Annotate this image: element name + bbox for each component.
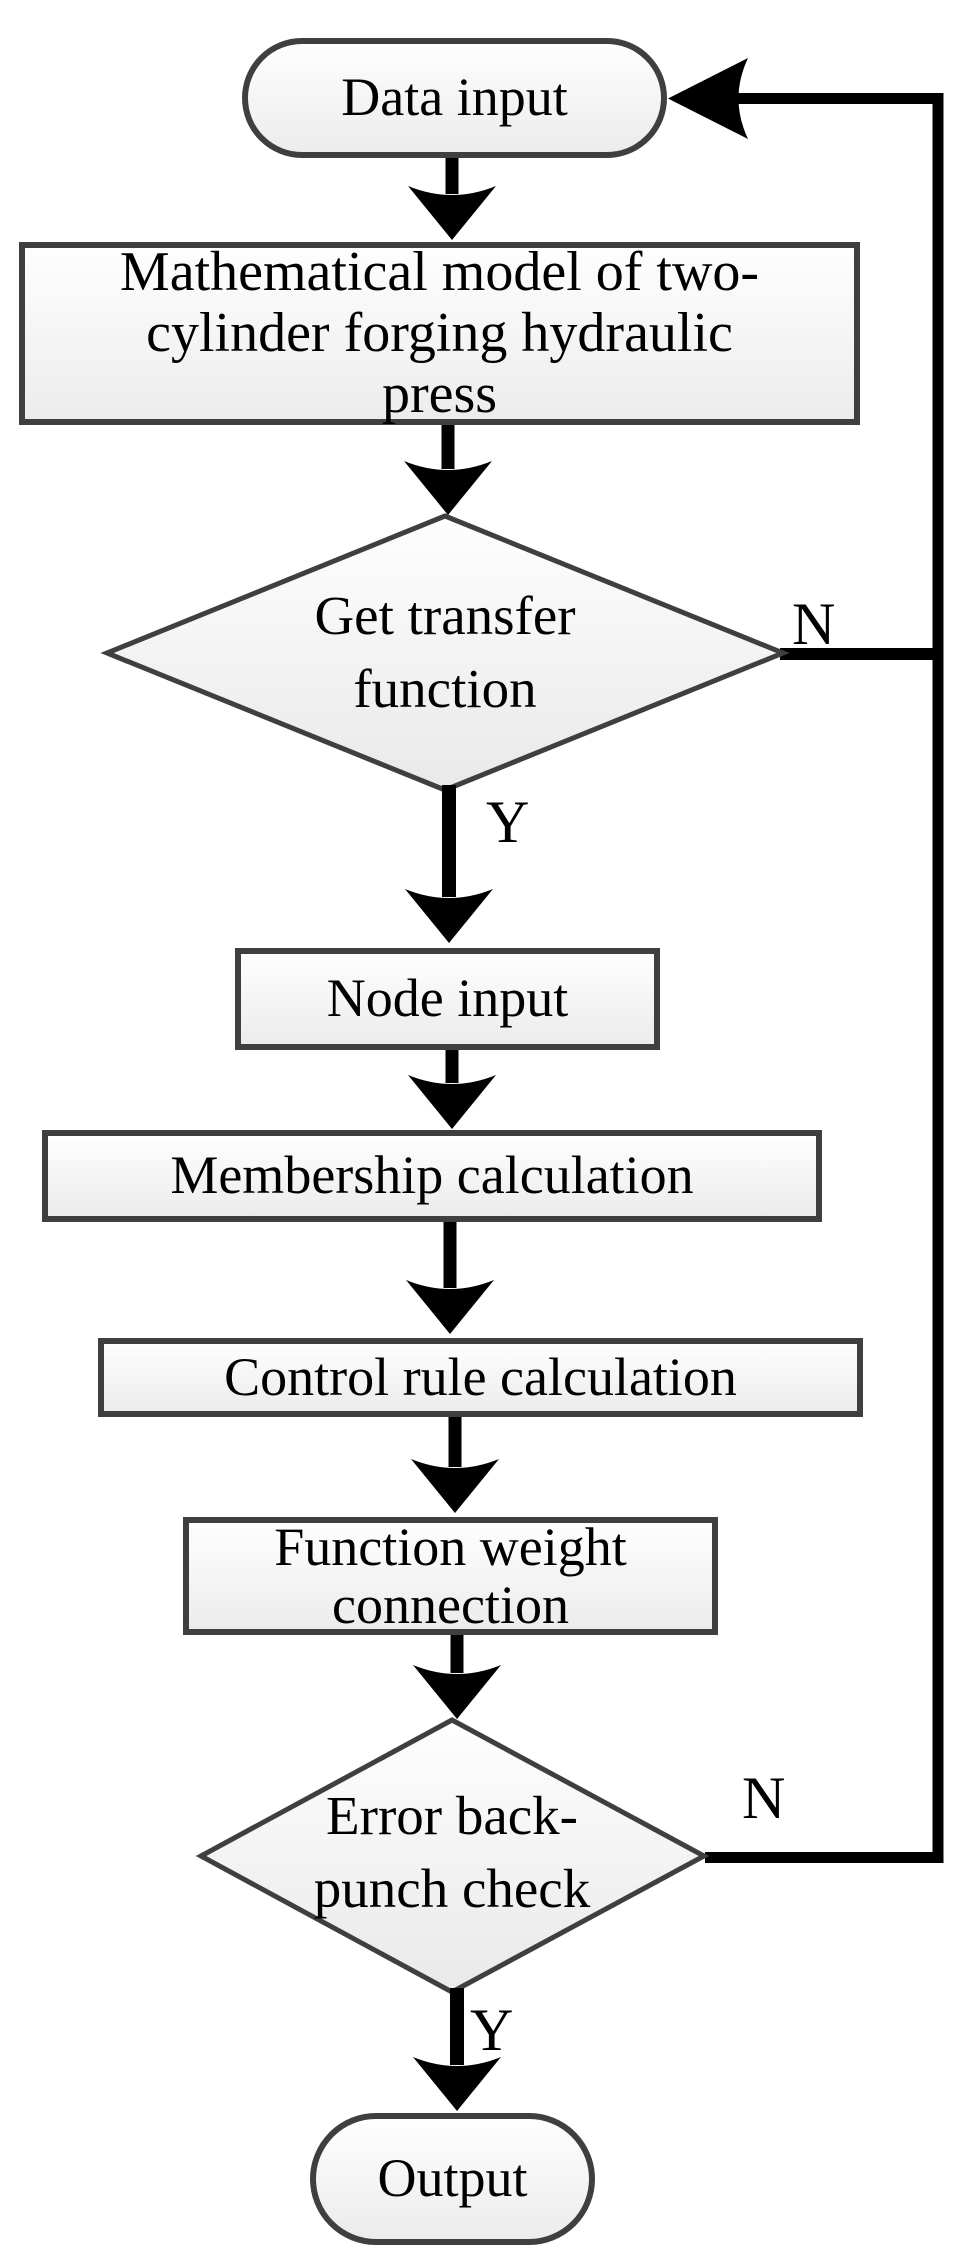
feedback-line	[705, 93, 944, 1863]
node-math-model: Mathematical model of two- cylinder forg…	[19, 242, 860, 425]
branch-label-error-back-no: N	[742, 1765, 786, 1831]
branch-label-get-transfer-no: N	[792, 591, 836, 657]
edge-error-output-arrowhead-icon	[413, 2057, 501, 2111]
branch-label-get-transfer-yes: Y	[486, 789, 530, 855]
edge-transfer-node-arrowhead-icon	[405, 889, 493, 943]
node-get-transfer-label: Get transfer function	[314, 585, 576, 719]
edge-node-membership-arrowhead-icon	[408, 1075, 496, 1129]
node-control-rule: Control rule calculation	[98, 1338, 863, 1417]
edge-math-transfer-arrowhead-icon	[404, 461, 492, 515]
node-output: Output	[310, 2113, 595, 2245]
node-data-input: Data input	[242, 38, 667, 158]
feedback-arrowhead-icon	[668, 58, 748, 139]
edge-membership-control-arrowhead-icon	[406, 1280, 494, 1334]
edge-function-error-arrowhead-icon	[413, 1665, 501, 1719]
node-membership: Membership calculation	[42, 1130, 822, 1222]
node-error-back-label: Error back- punch check	[313, 1785, 591, 1919]
node-function-weight: Function weight connection	[183, 1517, 718, 1635]
edge-control-function-arrowhead-icon	[411, 1459, 499, 1513]
branch-label-error-back-yes: Y	[470, 1997, 514, 2063]
node-node-input: Node input	[235, 948, 660, 1050]
edge-data-math-arrowhead-icon	[408, 186, 496, 240]
